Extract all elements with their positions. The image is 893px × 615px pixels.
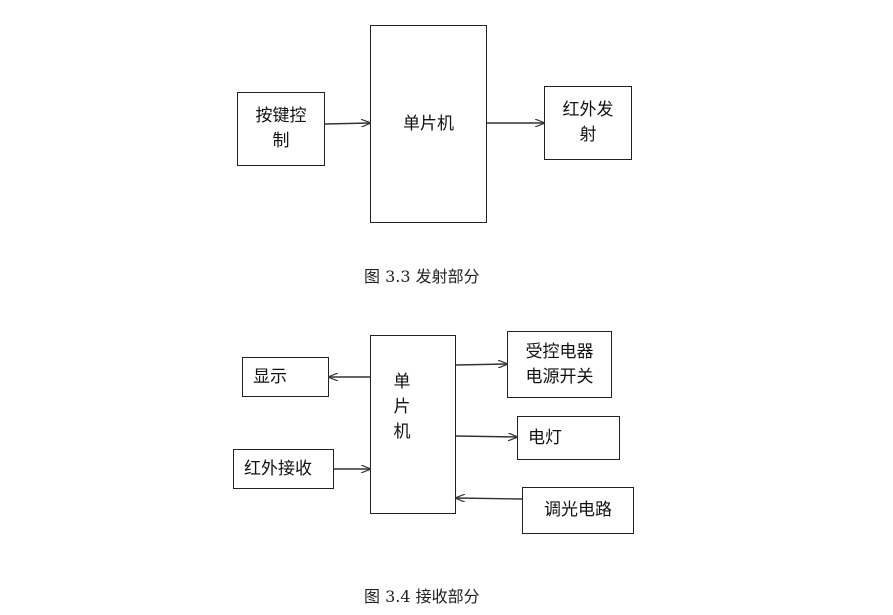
ir-receive-label: 红外接收 xyxy=(244,458,312,479)
transmit-mcu-block: 单片机 xyxy=(370,25,487,223)
ir-receive-block: 红外接收 xyxy=(233,449,334,489)
arrow-mcu-to-lamp xyxy=(455,436,517,437)
arrow-mcu-to-appliance-switch xyxy=(455,364,507,365)
transmit-caption: 图 3.3 发射部分 xyxy=(364,267,480,286)
dimmer-circuit-block: 调光电路 xyxy=(522,487,634,534)
keypad-control-label: 按键控 制 xyxy=(255,106,307,151)
arrow-dimmer-to-mcu xyxy=(456,498,523,499)
ir-transmit-label: 红外发 射 xyxy=(562,100,614,145)
transmit-mcu-label: 单片机 xyxy=(403,113,454,134)
appliance-power-switch-block: 受控电器 电源开关 xyxy=(507,331,612,398)
appliance-power-switch-label: 受控电器 电源开关 xyxy=(525,341,594,387)
display-label: 显示 xyxy=(253,366,287,387)
receive-caption: 图 3.4 接收部分 xyxy=(364,587,480,606)
receive-mcu-block: 单 片 机 xyxy=(370,335,456,514)
ir-transmit-block: 红外发 射 xyxy=(544,86,632,160)
dimmer-circuit-label: 调光电路 xyxy=(544,500,612,520)
keypad-control-block: 按键控 制 xyxy=(237,92,325,166)
receive-mcu-label: 单 片 机 xyxy=(393,372,411,442)
lamp-block: 电灯 xyxy=(517,416,620,460)
display-block: 显示 xyxy=(242,357,329,397)
lamp-label: 电灯 xyxy=(528,427,562,448)
arrow-keypad-to-mcu xyxy=(324,123,370,124)
